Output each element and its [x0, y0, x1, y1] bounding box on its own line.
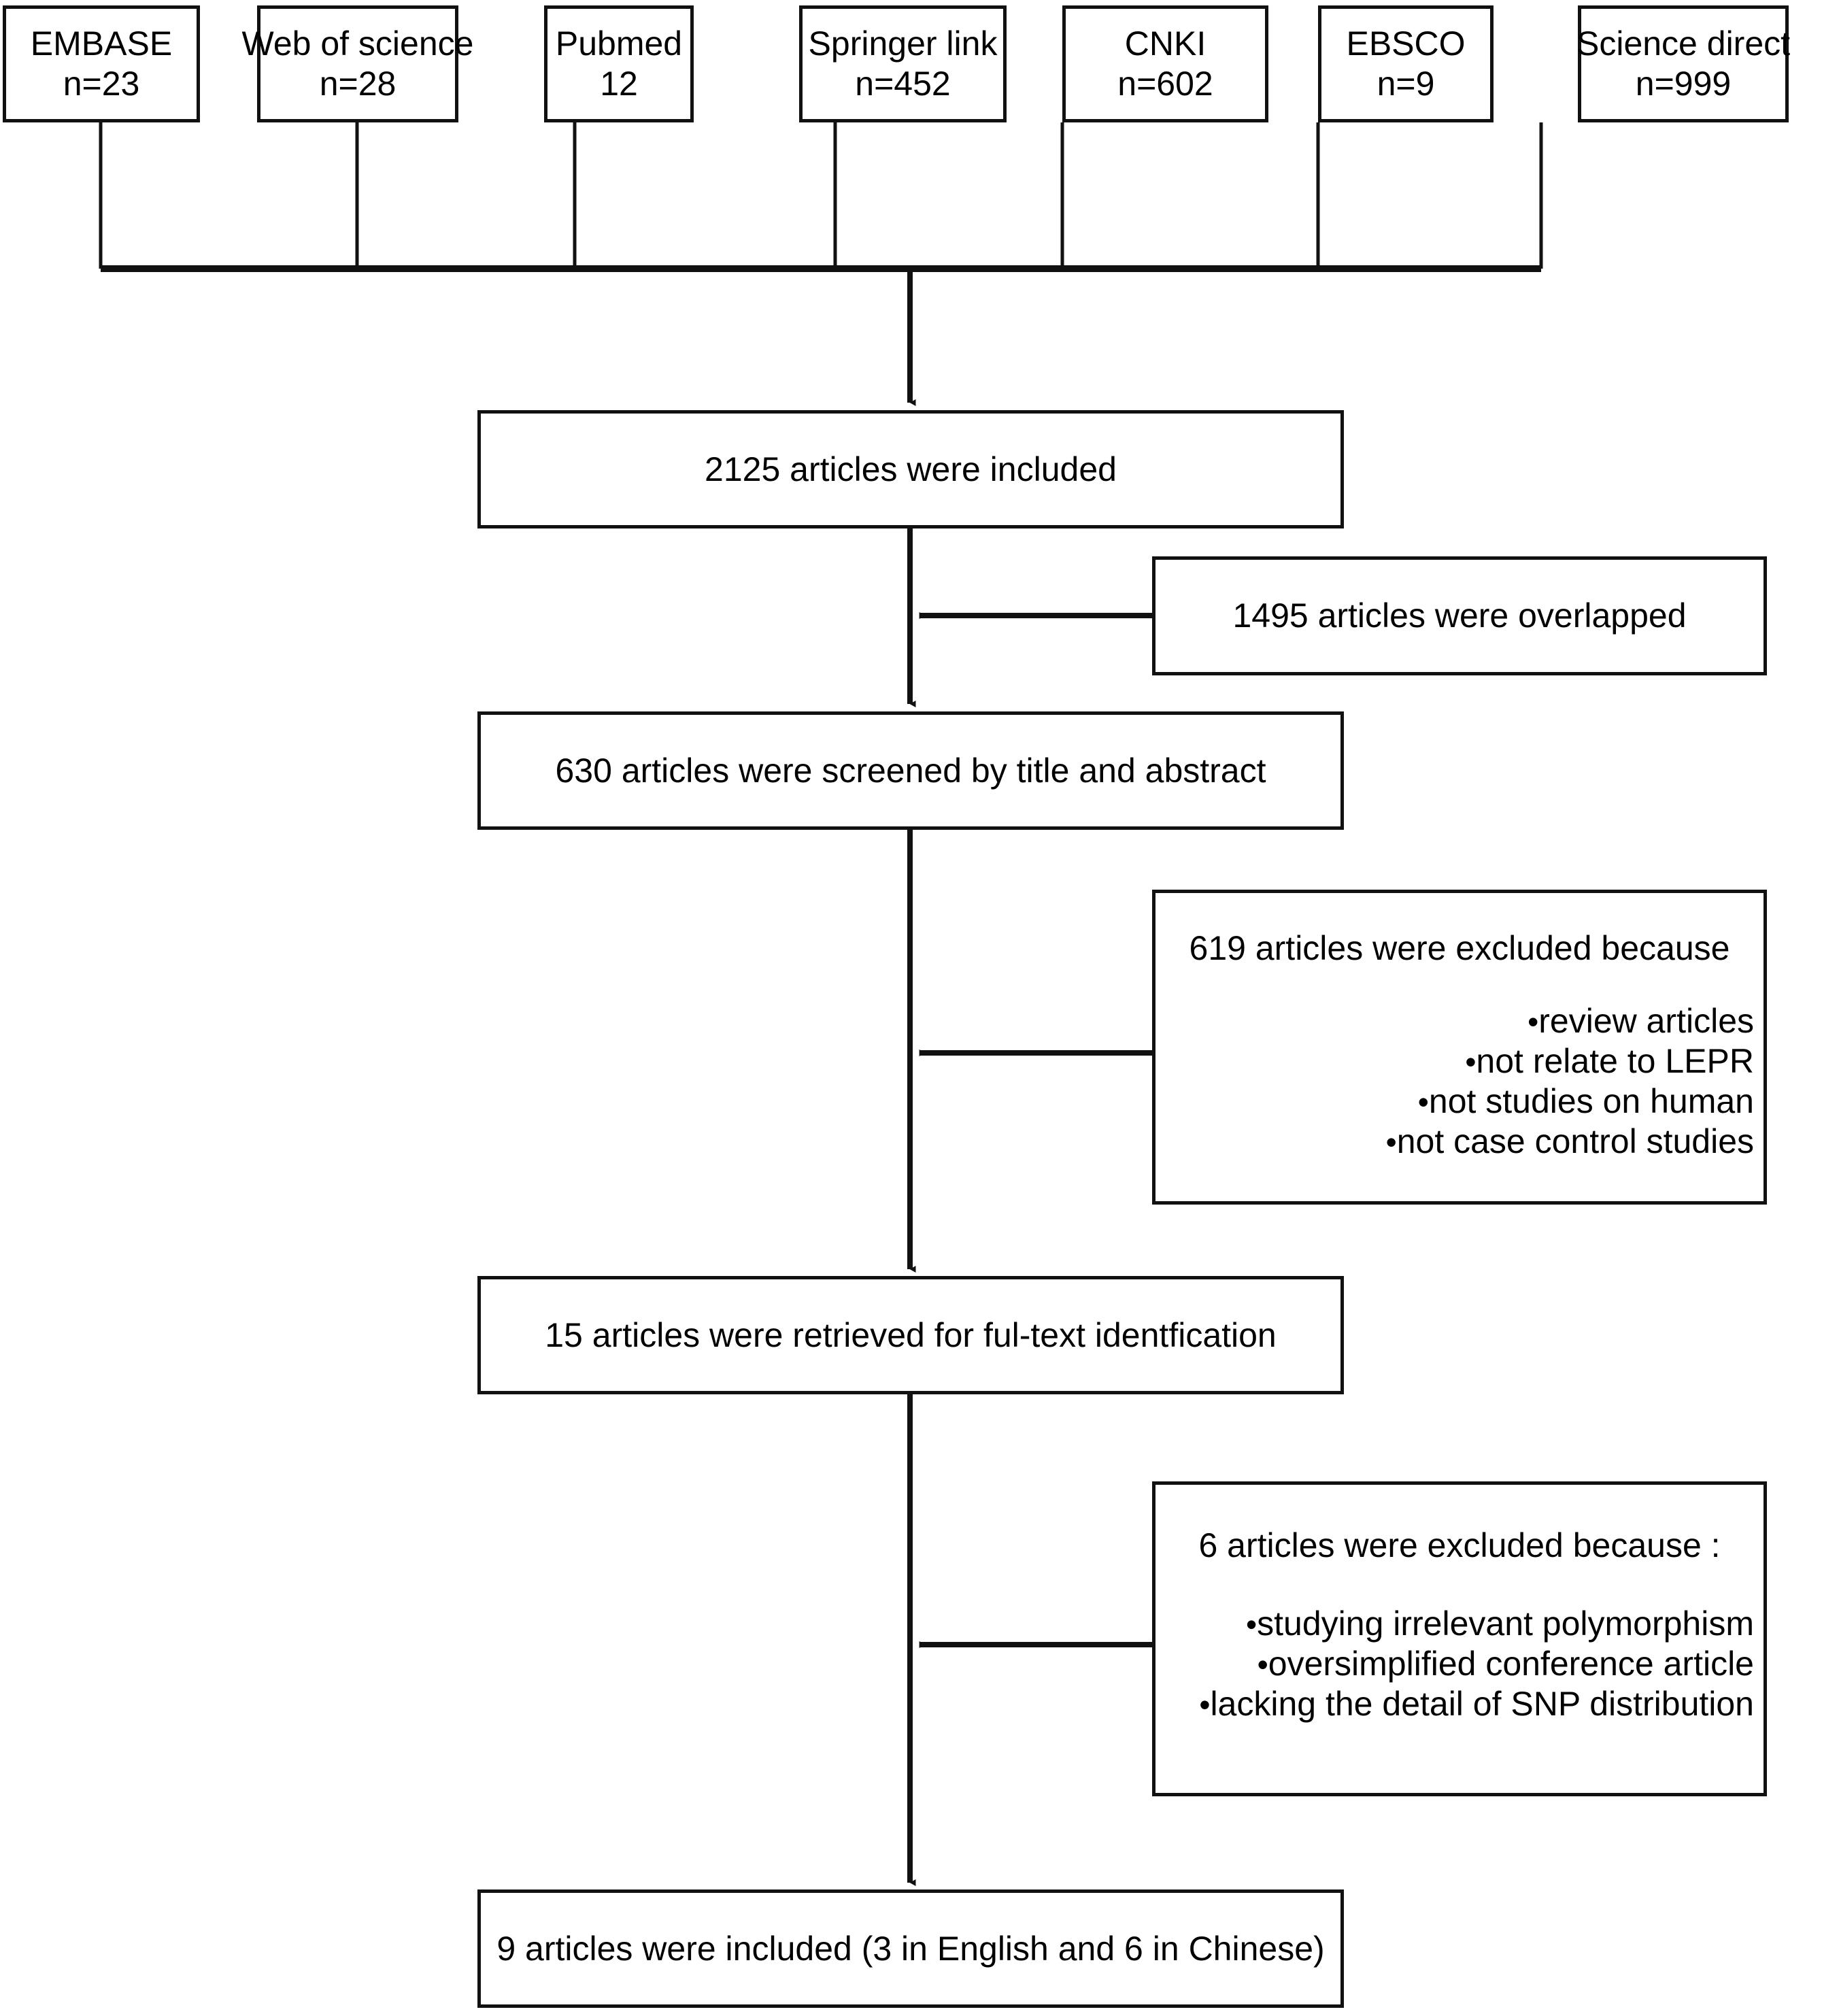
exclusion-reason-text: review articles [1538, 1002, 1754, 1040]
source-name: EBSCO [1346, 24, 1466, 63]
source-box-cnki: CNKI n=602 [1062, 5, 1268, 122]
stage-box-screened: 630 articles were screened by title and … [477, 711, 1344, 830]
side-label: 1495 articles were overlapped [1232, 597, 1687, 635]
exclusion-reason-item: •lacking the detail of SNP distribution [1199, 1684, 1754, 1724]
exclusion-reason-text: oversimplified conference article [1268, 1645, 1754, 1683]
source-box-ebsco: EBSCO n=9 [1318, 5, 1494, 122]
bullet-icon: • [1528, 1004, 1539, 1039]
source-count: 12 [600, 65, 638, 103]
side-box-excluded-screening: 619 articles were excluded because •revi… [1152, 890, 1767, 1205]
exclusion-reason-item: •oversimplified conference article [1258, 1644, 1754, 1684]
side-box-overlapped: 1495 articles were overlapped [1152, 556, 1767, 675]
source-name: Pubmed [555, 24, 683, 63]
exclusion-reason-text: lacking the detail of SNP distribution [1210, 1685, 1754, 1723]
source-box-pubmed: Pubmed 12 [544, 5, 694, 122]
source-count: n=9 [1377, 65, 1435, 103]
exclusion-reason-item: •not case control studies [1386, 1122, 1754, 1162]
side-box-excluded-fulltext: 6 articles were excluded because : •stud… [1152, 1481, 1767, 1796]
exclusion-reason-text: not studies on human [1428, 1082, 1754, 1120]
source-count: n=999 [1635, 65, 1732, 103]
stage-label: 15 articles were retrieved for ful-text … [545, 1315, 1277, 1354]
source-count: n=23 [63, 65, 140, 103]
exclusion-reason-item: •not relate to LEPR [1465, 1041, 1754, 1081]
stage-box-retrieved: 15 articles were retrieved for ful-text … [477, 1276, 1344, 1394]
exclusion-reason-list: •studying irrelevant polymorphism •overs… [1165, 1604, 1754, 1724]
bullet-icon: • [1199, 1687, 1211, 1722]
source-name: EMBASE [30, 24, 173, 63]
exclusion-reason-text: studying irrelevant polymorphism [1257, 1605, 1754, 1643]
stage-box-included-total: 2125 articles were included [477, 410, 1344, 528]
stage-box-final-included: 9 articles were included (3 in English a… [477, 1889, 1344, 2008]
source-count: n=28 [319, 65, 397, 103]
stage-label: 9 articles were included (3 in English a… [496, 1929, 1325, 1968]
bullet-icon: • [1465, 1044, 1477, 1079]
exclusion-reason-text: not relate to LEPR [1476, 1042, 1754, 1080]
exclusion-heading: 619 articles were excluded because [1189, 929, 1730, 967]
source-box-science-direct: Science direct n=999 [1576, 5, 1791, 122]
exclusion-reason-list: •review articles •not relate to LEPR •no… [1165, 1001, 1754, 1162]
exclusion-reason-text: not case control studies [1396, 1122, 1754, 1160]
exclusion-heading: 6 articles were excluded because : [1198, 1526, 1721, 1564]
exclusion-reason-item: •review articles [1528, 1001, 1754, 1041]
source-box-embase: EMBASE n=23 [3, 5, 200, 122]
stage-label: 2125 articles were included [705, 450, 1117, 488]
source-count: n=452 [855, 65, 951, 103]
bullet-icon: • [1257, 1647, 1268, 1682]
exclusion-reason-item: •studying irrelevant polymorphism [1246, 1604, 1754, 1644]
bullet-icon: • [1417, 1084, 1429, 1120]
bullet-icon: • [1246, 1607, 1258, 1642]
stage-label: 630 articles were screened by title and … [555, 751, 1266, 790]
source-name: Springer link [808, 24, 998, 63]
source-box-web-of-science: Web of science n=28 [242, 5, 473, 122]
source-box-springer-link: Springer link n=452 [799, 5, 1007, 122]
source-name: CNKI [1124, 24, 1207, 63]
bullet-icon: • [1385, 1124, 1397, 1160]
source-name: Science direct [1576, 24, 1791, 63]
source-name: Web of science [241, 24, 474, 63]
source-drop-lines [99, 122, 1543, 269]
exclusion-reason-item: •not studies on human [1418, 1081, 1754, 1122]
source-count: n=602 [1117, 65, 1213, 103]
